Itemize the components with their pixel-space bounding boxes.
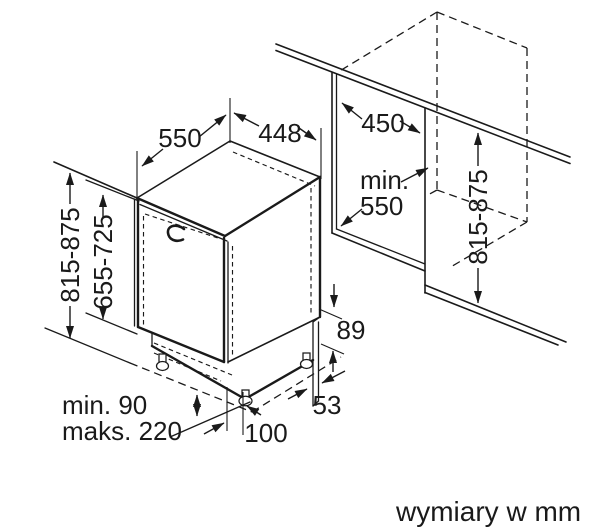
niche-right-wall <box>424 107 567 346</box>
dim-plinth-range: min. 90 maks. 220 <box>62 390 201 446</box>
dim-front-foot-offset: 100 <box>203 387 288 448</box>
adjustable-feet <box>155 352 314 407</box>
dim-815-875-right-label: 815-875 <box>463 169 493 264</box>
dim-815-875-left-label: 815-875 <box>55 207 85 302</box>
dim-550-label: 550 <box>158 123 201 153</box>
caption-units: wymiary w mm <box>395 496 581 527</box>
dim-niche-height: 815-875 <box>463 132 493 304</box>
door-handle-icon <box>166 224 186 243</box>
dim-rear-channel-depth: 53 <box>287 370 346 420</box>
dim-655-725-label: 655-725 <box>88 214 118 309</box>
floor-lines <box>44 312 342 438</box>
plinth-min-label: min. 90 <box>62 390 147 420</box>
dim-min550-label-2: 550 <box>360 191 403 221</box>
dim-appliance-width: 448 <box>233 112 322 179</box>
dim-niche-depth: min. 550 <box>340 165 429 227</box>
dim-appliance-height: 815-875 <box>55 172 85 339</box>
dim-niche-width: 450 <box>341 102 421 138</box>
dim-53-label: 53 <box>313 390 342 420</box>
foot-front <box>238 395 253 407</box>
countertop-right <box>275 43 571 165</box>
niche-left-wall <box>331 72 426 272</box>
dim-89-label: 89 <box>337 315 366 345</box>
dim-448-label: 448 <box>258 118 301 148</box>
dim-min550-label-1: min. <box>360 165 409 195</box>
dishwasher-body <box>133 140 322 407</box>
plinth-max-label: maks. 220 <box>62 416 182 446</box>
niche-dashed-box <box>337 11 528 269</box>
dim-door-panel-height: 655-725 <box>88 194 118 320</box>
dim-rear-channel-height: 89 <box>318 284 366 372</box>
countertop-left <box>53 161 140 202</box>
foot-right <box>299 358 314 370</box>
foot-left <box>155 360 170 372</box>
dim-450-label: 450 <box>361 108 404 138</box>
dim-appliance-depth: 550 <box>136 98 231 200</box>
dim-100-label: 100 <box>244 418 287 448</box>
